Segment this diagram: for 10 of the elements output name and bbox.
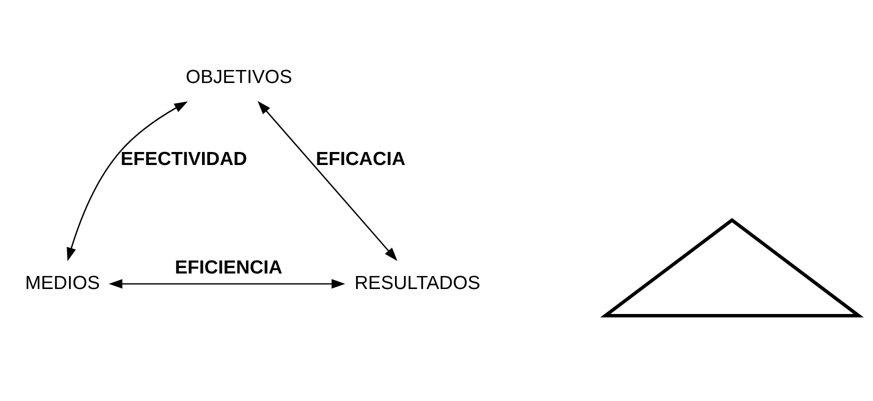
arrow	[66, 101, 188, 262]
edge-label: EFECTIVIDAD	[120, 148, 248, 170]
node-text: RESULTADOS	[354, 272, 480, 294]
arrow	[108, 279, 346, 289]
node-text: MEDIOS	[25, 272, 100, 294]
arrow	[258, 100, 398, 261]
edge-label: EFICACIA	[316, 148, 406, 170]
node-text: OBJETIVOS	[186, 66, 292, 88]
node-triangle	[600, 218, 864, 318]
edge-label: EFICIENCIA	[174, 257, 282, 278]
